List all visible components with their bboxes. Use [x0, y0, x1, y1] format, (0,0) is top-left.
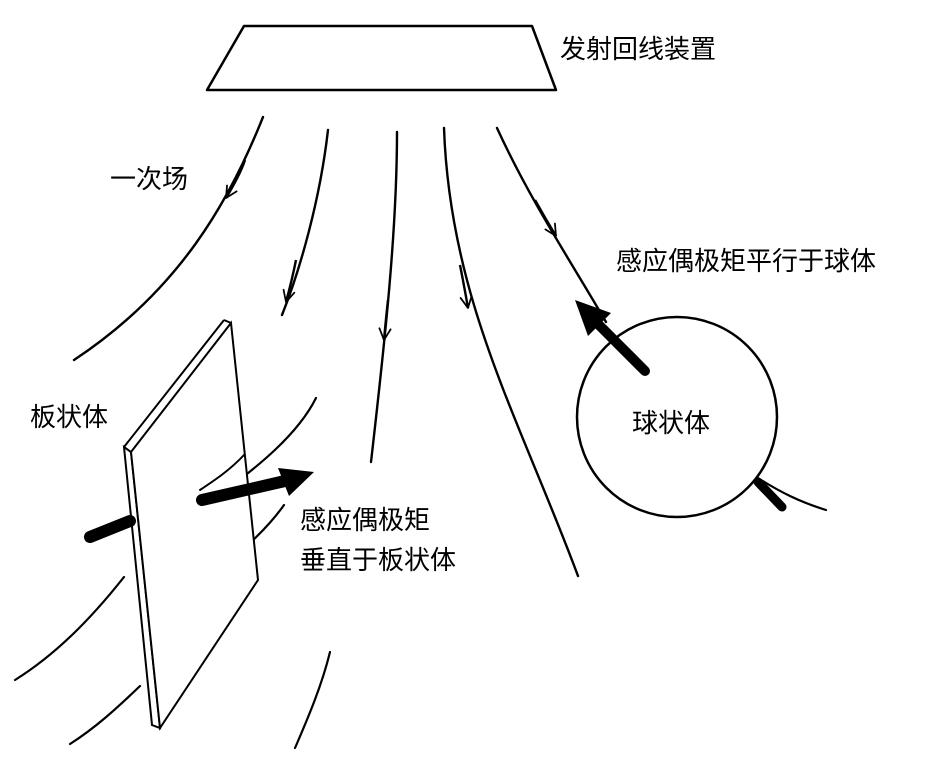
primary-field-line-4-arrow — [458, 264, 473, 309]
primary-field-line-4 — [442, 126, 580, 578]
transmitter-loop — [205, 24, 558, 92]
field-line-fragment — [68, 684, 142, 746]
field-line-fragment — [13, 575, 126, 682]
primary-field-line-2-arrow — [282, 259, 298, 303]
plate-body-top-edge — [123, 319, 225, 448]
label-primary-field: 一次场 — [110, 165, 189, 195]
plate-dipole-shaft — [196, 475, 291, 506]
primary-field-line-3 — [369, 130, 399, 464]
primary-field-line-3-arrow — [378, 299, 392, 341]
plate-dipole-tail — [84, 515, 136, 543]
field-line-fragment — [293, 650, 332, 750]
primary-field-line-1-arrow — [224, 159, 247, 199]
label-plate-dipole-line2: 垂直于板状体 — [300, 546, 457, 576]
primary-field-line-5-arrow — [533, 199, 558, 237]
label-plate-body: 板状体 — [30, 403, 109, 433]
sphere-dipole-arrowhead — [575, 300, 611, 336]
sphere-dipole-tail — [753, 477, 787, 512]
field-line-through-plate — [199, 454, 245, 491]
label-plate-dipole-line1: 感应偶极矩 — [300, 506, 431, 536]
label-sphere-dipole: 感应偶极矩平行于球体 — [616, 247, 877, 277]
plate-dipole-arrowhead — [278, 468, 314, 496]
sphere-dipole-shaft — [593, 319, 650, 376]
primary-field-line-1 — [72, 115, 265, 362]
primary-field-line-5 — [495, 126, 608, 324]
sphere-body — [575, 315, 779, 519]
sphere-field-line-exit — [756, 476, 828, 512]
plate-body-face — [129, 320, 260, 731]
label-transmitter-loop: 发射回线装置 — [560, 35, 717, 65]
label-sphere-body: 球状体 — [632, 409, 711, 439]
plate-body-top-edge — [223, 319, 232, 324]
